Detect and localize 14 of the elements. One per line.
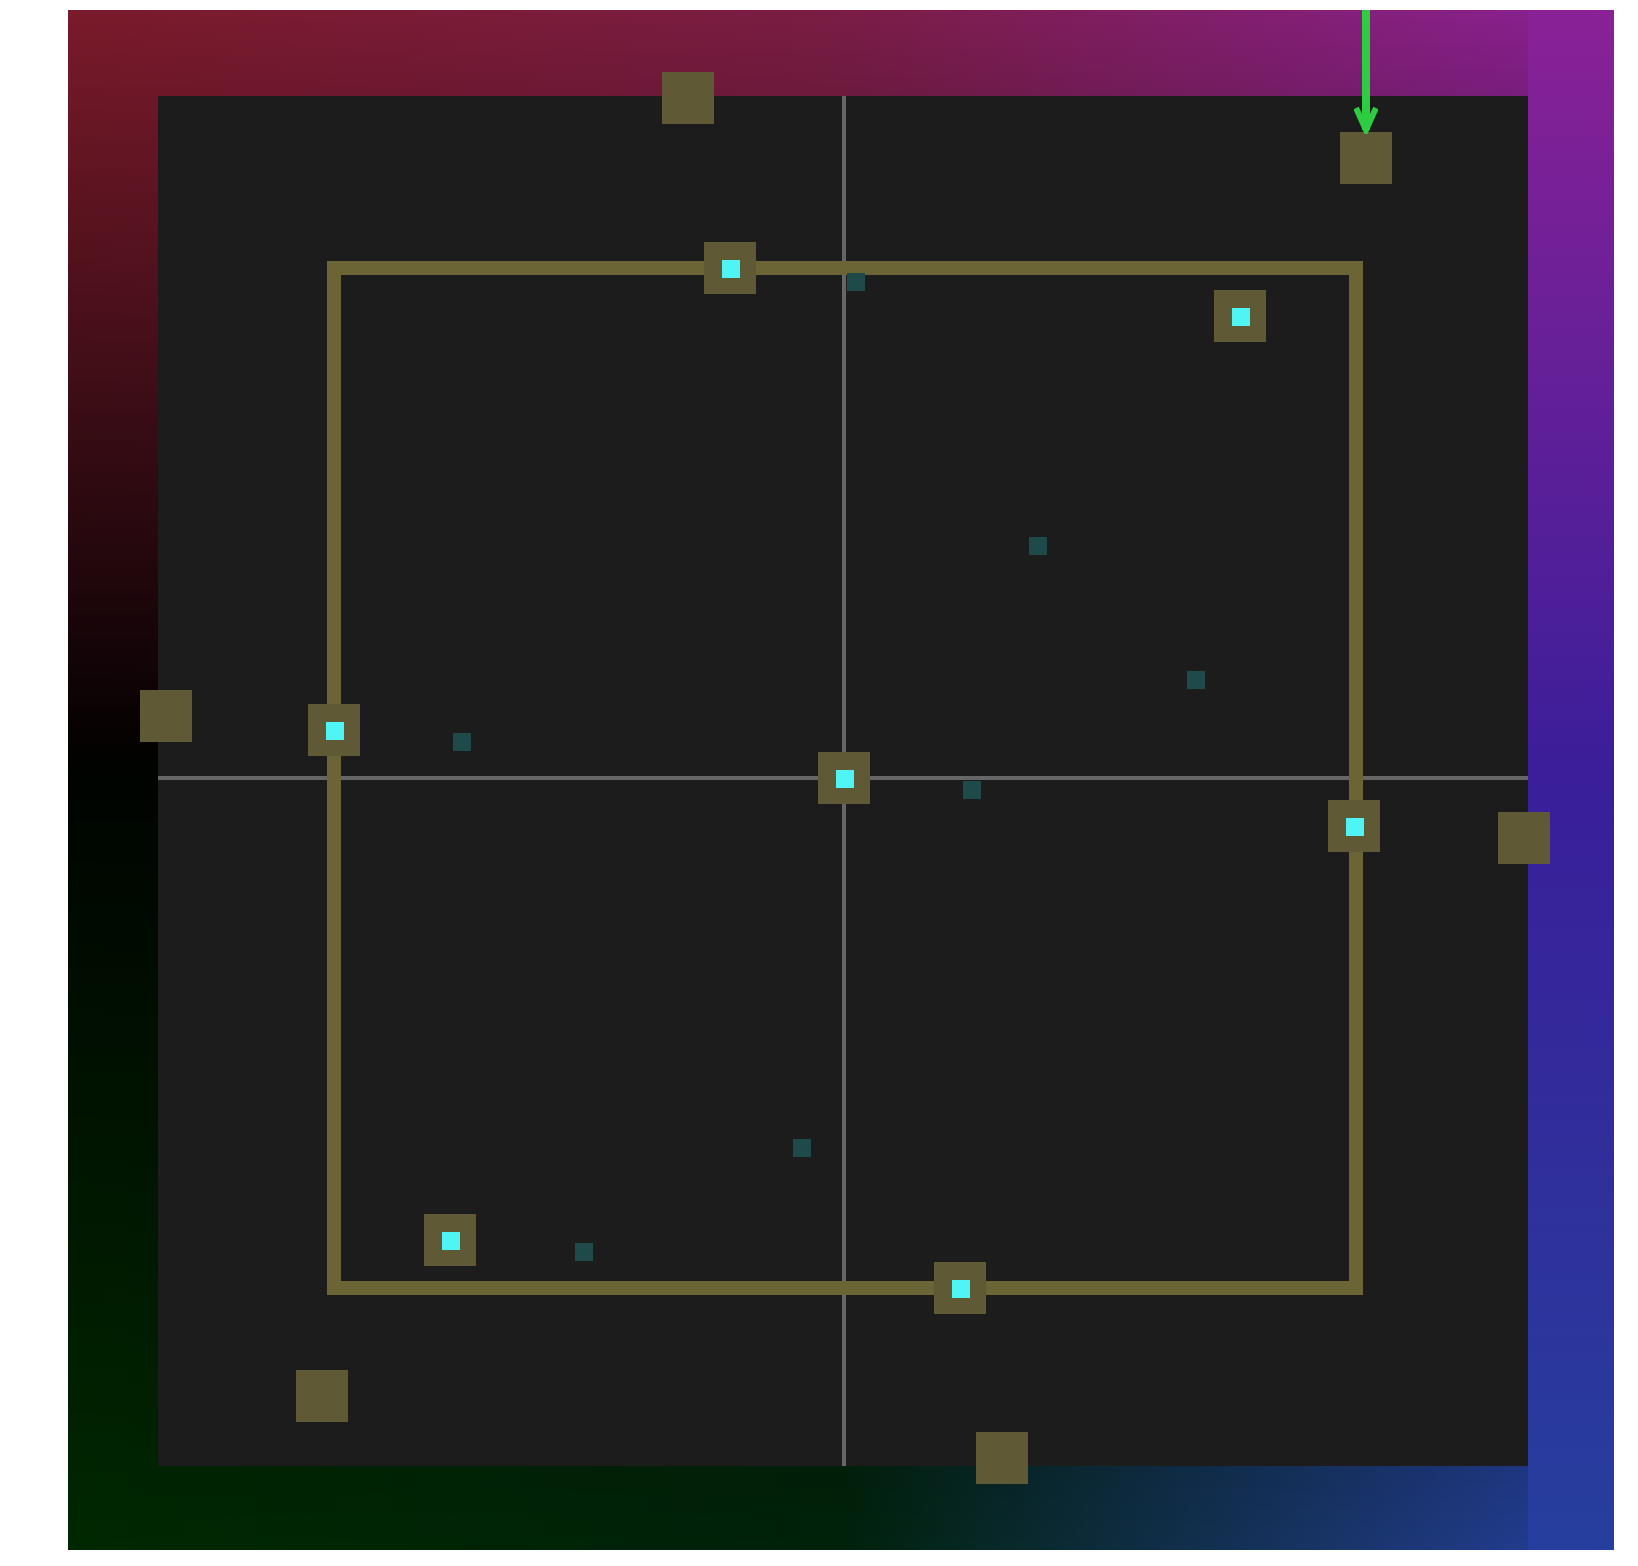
marker-square: [976, 1432, 1028, 1484]
marker-square: [1214, 290, 1266, 342]
marker-square: [296, 1370, 348, 1422]
marker-square: [308, 704, 360, 756]
marker-square: [1328, 800, 1380, 852]
marker-square: [934, 1262, 986, 1314]
marker-square: [818, 752, 870, 804]
marker-square: [1340, 132, 1392, 184]
marker-square: [1498, 812, 1550, 864]
marker-square: [662, 72, 714, 124]
marker-square: [704, 242, 756, 294]
arrow: [1353, 10, 1379, 133]
marker-square: [424, 1214, 476, 1266]
marker-square: [140, 690, 192, 742]
